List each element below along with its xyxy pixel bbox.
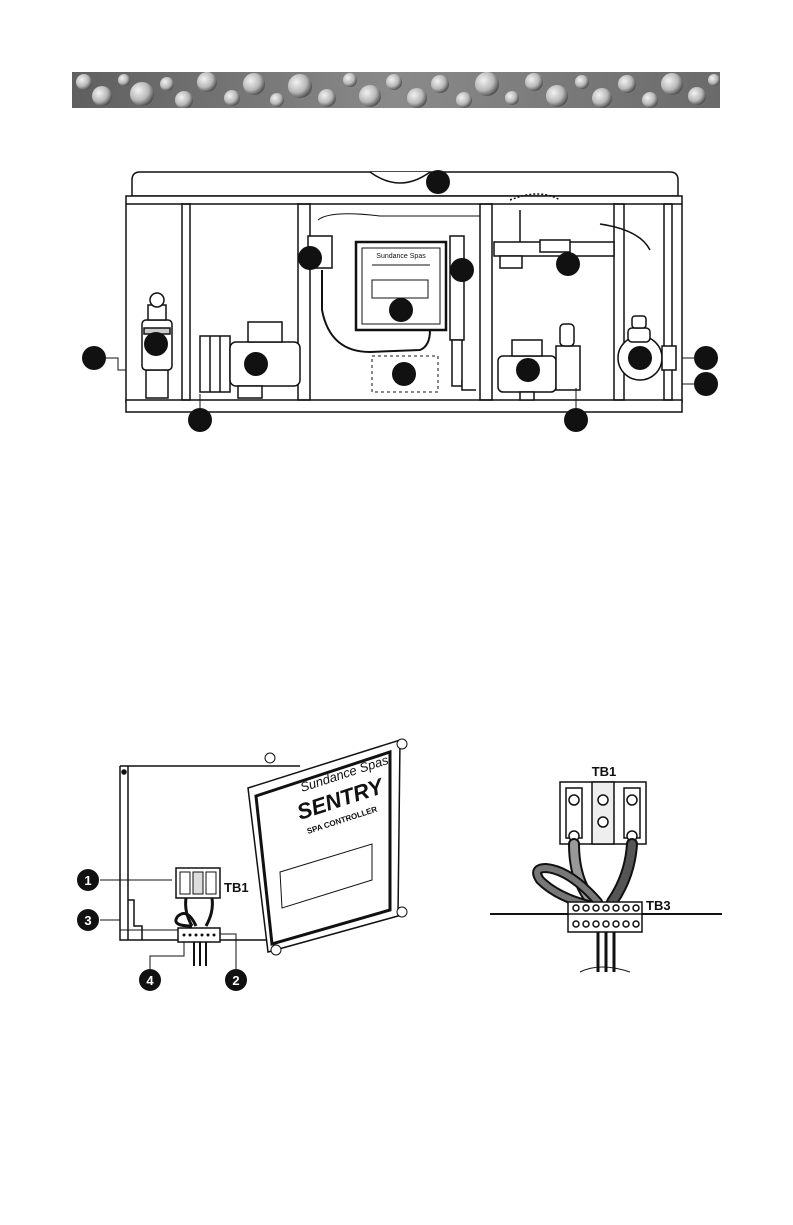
callout-marker bbox=[516, 358, 540, 382]
callout-marker bbox=[564, 408, 588, 432]
callout-marker bbox=[298, 246, 322, 270]
control-panel-wiring-diagram: Sundance Spas SENTRY SPA CONTROLLER TB1 bbox=[60, 730, 430, 1000]
screw-icon bbox=[397, 739, 407, 749]
screw-icon bbox=[397, 907, 407, 917]
tb3-terminal-block bbox=[568, 902, 642, 932]
callout-number: 3 bbox=[84, 913, 91, 928]
tb3-label: TB3 bbox=[646, 898, 671, 913]
callout-marker bbox=[556, 252, 580, 276]
sentry-cover: Sundance Spas SENTRY SPA CONTROLLER bbox=[248, 739, 407, 955]
callout-marker bbox=[450, 258, 474, 282]
callout-number: 4 bbox=[146, 973, 154, 988]
callout-marker bbox=[628, 346, 652, 370]
screw-icon bbox=[265, 753, 275, 763]
callout-marker bbox=[389, 298, 413, 322]
callout-number: 2 bbox=[232, 973, 239, 988]
callout-marker bbox=[694, 346, 718, 370]
callout-marker bbox=[144, 332, 168, 356]
callout-marker bbox=[188, 408, 212, 432]
callout-marker bbox=[426, 170, 450, 194]
control-panel-brand: Sundance Spas bbox=[376, 253, 426, 260]
equipment-bay-diagram: Sundance Spas bbox=[0, 160, 793, 440]
callout-number: 1 bbox=[84, 873, 91, 888]
callout-marker bbox=[392, 362, 416, 386]
tb1-terminal-block bbox=[176, 868, 220, 898]
header-banner bbox=[72, 72, 720, 108]
water-bubbles-texture bbox=[72, 72, 720, 108]
detail-tb1-label: TB1 bbox=[592, 764, 617, 779]
callout-marker bbox=[82, 346, 106, 370]
tb1-tb3-detail-diagram: TB1 TB3 bbox=[480, 750, 730, 980]
tb1-terminal-block bbox=[560, 782, 646, 844]
tb1-label: TB1 bbox=[224, 880, 249, 895]
screw-icon bbox=[271, 945, 281, 955]
callout-marker bbox=[244, 352, 268, 376]
callout-marker bbox=[694, 372, 718, 396]
